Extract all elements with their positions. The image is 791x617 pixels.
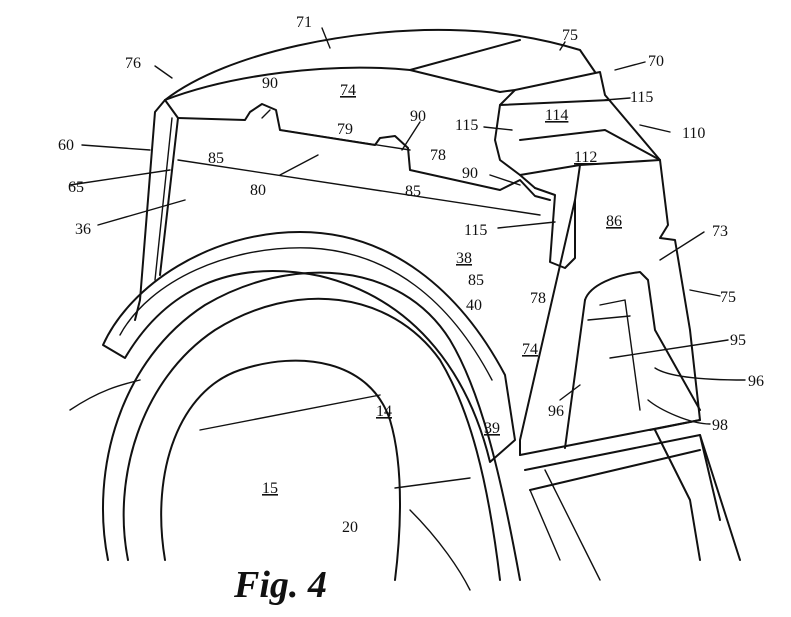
- ref-label: 96: [748, 373, 764, 390]
- leader-lines: [69, 27, 746, 489]
- ref-label: 95: [730, 332, 746, 349]
- ref-label: 73: [712, 223, 728, 240]
- ref-label: 90: [410, 108, 426, 125]
- ref-label: 71: [296, 14, 312, 31]
- ref-label: 85: [405, 183, 421, 200]
- ref-label: 78: [530, 290, 546, 307]
- ref-label: 70: [648, 53, 664, 70]
- ref-label: 85: [468, 272, 484, 289]
- ref-label: 115: [455, 117, 478, 134]
- ref-label: 80: [250, 182, 266, 199]
- reference-labels: 71 75 76 70 74 90 115 114 90 115 110 60 …: [58, 14, 764, 536]
- ref-label: 114: [545, 107, 568, 124]
- ref-label: 39: [484, 420, 500, 437]
- ref-label: 75: [720, 289, 736, 306]
- ref-label: 76: [125, 55, 141, 72]
- wheel-arch: [102, 231, 516, 463]
- ref-label: 38: [456, 250, 472, 267]
- ref-label: 90: [262, 75, 278, 92]
- ref-label: 86: [606, 213, 622, 230]
- housing: [134, 28, 741, 581]
- ref-label: 115: [630, 89, 653, 106]
- ref-label: 78: [430, 147, 446, 164]
- ref-label: 75: [562, 27, 578, 44]
- ref-label: 74: [340, 82, 356, 99]
- ref-label: 112: [574, 149, 597, 166]
- ref-label: 98: [712, 417, 728, 434]
- ref-label: 90: [462, 165, 478, 182]
- ref-label: 20: [342, 519, 358, 536]
- ref-label: 96: [548, 403, 564, 420]
- ref-label: 85: [208, 150, 224, 167]
- figure-caption: Fig. 4: [233, 564, 327, 606]
- ref-label: 74: [522, 341, 538, 358]
- ref-label: 14: [376, 403, 392, 420]
- ref-label: 65: [68, 179, 84, 196]
- ref-label: 79: [337, 121, 353, 138]
- ref-label: 40: [466, 297, 482, 314]
- ref-label: 15: [262, 480, 278, 497]
- ref-label: 36: [75, 221, 91, 238]
- ref-label: 115: [464, 222, 487, 239]
- ref-label: 110: [682, 125, 705, 142]
- ref-label: 60: [58, 137, 74, 154]
- tyre: [69, 271, 521, 591]
